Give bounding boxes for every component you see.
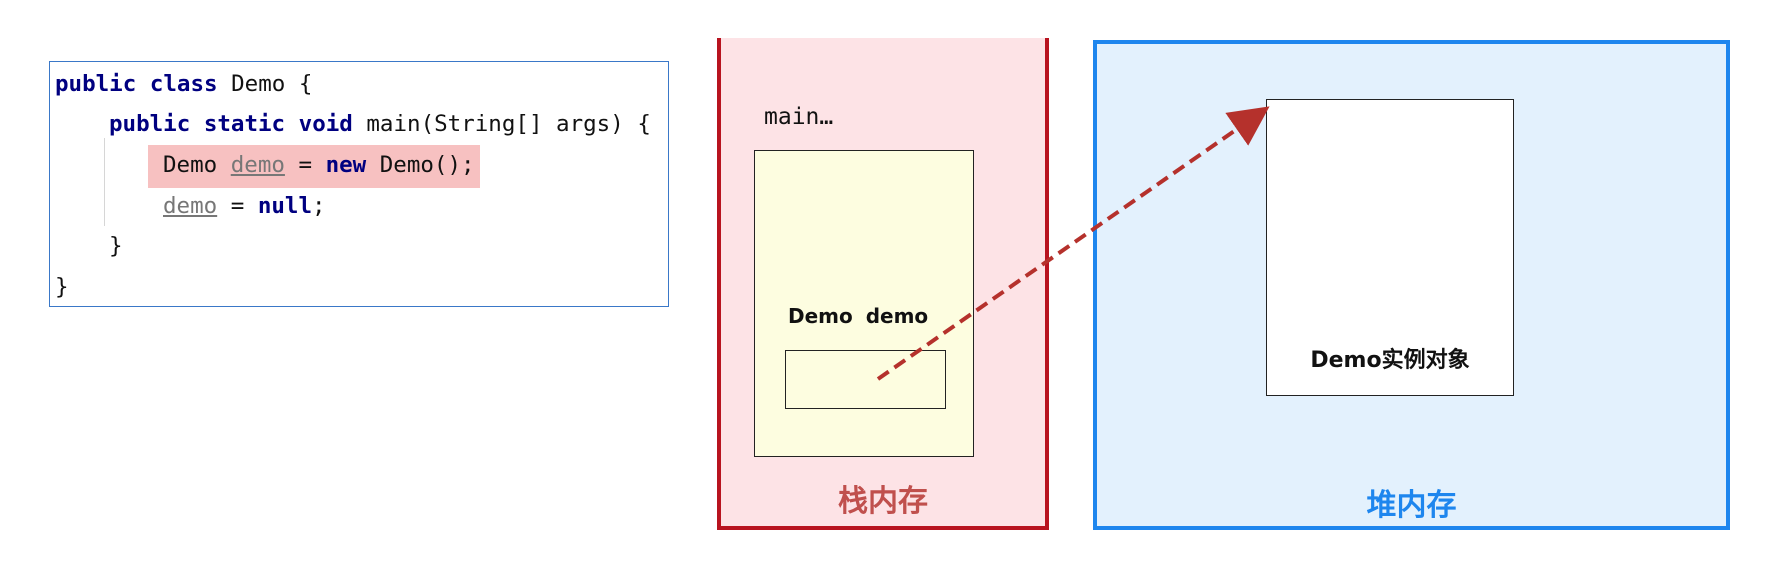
indent-guide [104, 138, 105, 226]
assign-op: = [217, 193, 258, 219]
closing-brace: } [55, 274, 69, 300]
local-variable-label: Demo demo [788, 304, 929, 328]
stack-memory-label: 栈内存 [838, 484, 928, 519]
reference-slot [785, 350, 946, 409]
highlighted-line-background [148, 145, 480, 188]
code-line-main-decl: public static void main(String[] args) { [109, 107, 651, 141]
variable-demo: demo [230, 152, 285, 178]
constructor-call: Demo(); [366, 152, 475, 178]
variable-demo: demo [163, 193, 218, 219]
keyword-class: class [149, 71, 218, 97]
keyword-public: public [55, 71, 137, 97]
heap-memory-label: 堆内存 [1366, 488, 1457, 523]
code-line-close-main: } [109, 229, 123, 263]
demo-instance-label: Demo实例对象 [1310, 348, 1470, 373]
keyword-null: null [257, 193, 313, 219]
code-line-new-demo: Demo demo = new Demo(); [163, 148, 475, 182]
class-name-text: Demo { [217, 71, 313, 97]
keyword-new: new [325, 152, 367, 178]
keyword-public: public [109, 111, 191, 137]
keyword-void: void [298, 111, 353, 137]
code-line-null-assign: demo = null; [163, 189, 326, 223]
reference-arrow-line [876, 106, 1270, 381]
main-frame-label: main… [764, 104, 834, 130]
closing-brace: } [109, 233, 123, 259]
demo-instance-object: Demo实例对象 [1266, 99, 1514, 396]
semicolon: ; [312, 193, 326, 219]
assign-op: = [284, 152, 326, 178]
code-line-close-class: } [55, 270, 69, 304]
type-demo: Demo [163, 152, 231, 178]
main-signature-text: main(String[] args) { [352, 111, 651, 137]
keyword-static: static [203, 111, 286, 137]
code-line-class-decl: public class Demo { [55, 67, 312, 101]
